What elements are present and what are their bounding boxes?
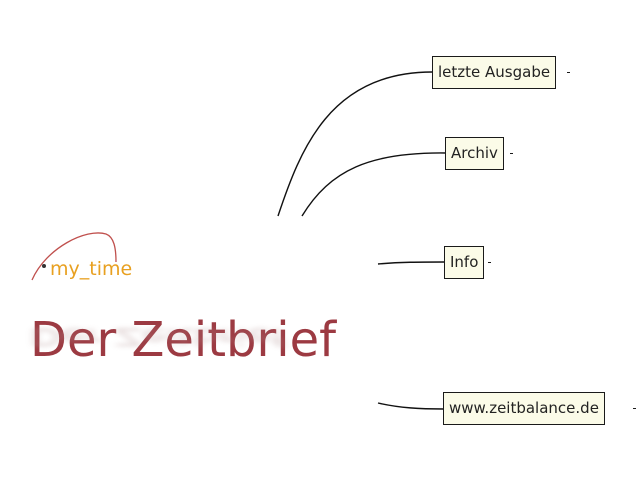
nav-link-archiv[interactable]: Archiv <box>445 137 504 170</box>
nav-tick <box>633 408 636 409</box>
connector-line-archiv <box>301 152 447 217</box>
nav-tick <box>567 72 570 73</box>
page-title: Der Zeitbrief <box>30 312 337 368</box>
nav-link-letzte-ausgabe[interactable]: letzte Ausgabe <box>432 56 557 89</box>
connector-line-letzte-ausgabe <box>277 71 433 217</box>
nav-tick <box>510 153 513 154</box>
nav-tick <box>488 262 491 263</box>
page-title-reflection: Der Zeitbrief <box>30 322 286 350</box>
connector-line-zeitbalance <box>377 402 445 410</box>
logo-arc-icon <box>31 232 117 281</box>
nav-link-info[interactable]: Info <box>444 246 485 279</box>
connector-line-info <box>377 261 445 265</box>
nav-link-zeitbalance[interactable]: www.zeitbalance.de <box>443 392 605 425</box>
logo-text: my_time <box>50 258 133 280</box>
